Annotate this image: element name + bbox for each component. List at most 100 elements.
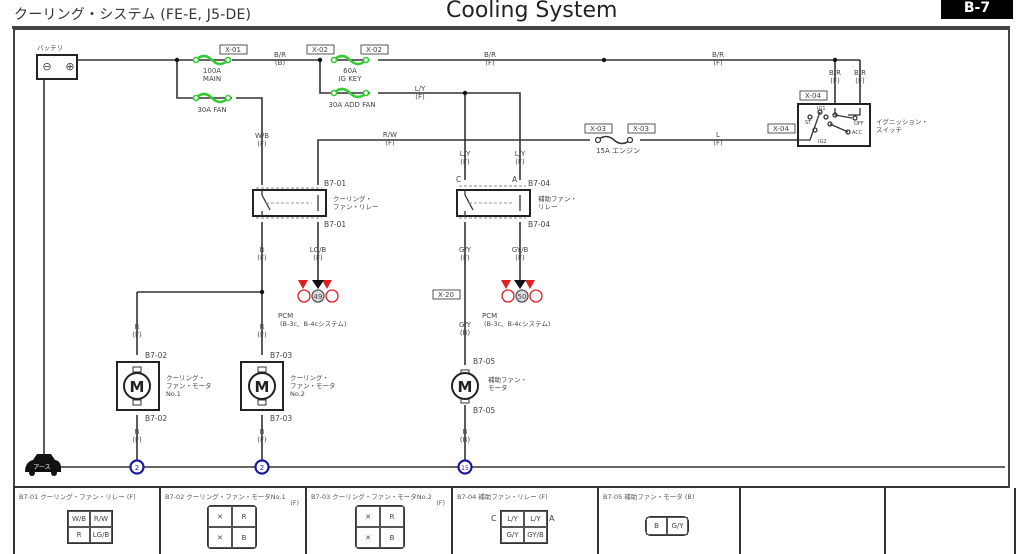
pin-side-label-c: C	[491, 514, 497, 523]
pin: B	[380, 527, 404, 548]
ignition-switch: IG1 ST OFF ACC IG2 イグニッション・ スイッチ	[797, 103, 928, 147]
battery-neg-symbol: ⊖	[42, 60, 51, 73]
pin: ✕	[356, 506, 380, 527]
svg-text:(F): (F)	[713, 59, 723, 67]
page-code-badge: B-7	[941, 0, 1013, 19]
motor1-conn-top: B7-02	[145, 351, 167, 360]
motor1-label-3: No.1	[166, 390, 181, 398]
motor2-symbol: M	[255, 378, 270, 396]
ground-point-2: 2	[260, 464, 264, 472]
svg-text:(F): (F)	[515, 254, 525, 262]
ignition-pin-ig2: IG2	[818, 139, 827, 145]
pcm1-label: PCM	[278, 312, 293, 320]
ground-point-1: 2	[135, 464, 139, 472]
wire-r-motor1	[136, 291, 262, 355]
pcm-terminal-49: 49	[297, 280, 339, 303]
svg-text:(F): (F)	[132, 436, 142, 444]
junction-dots	[174, 57, 838, 295]
pin: L/Y	[524, 511, 547, 527]
connector-x04b: X-04	[773, 125, 789, 133]
cooling-fan-motor-1: M B7-02 B7-02 クーリング・ ファン・モータ No.1	[116, 351, 212, 423]
svg-text:B/R: B/R	[274, 51, 286, 59]
ground-label: アース	[33, 464, 50, 471]
fuse-addfan-icon	[333, 87, 367, 99]
svg-text:(F): (F)	[132, 331, 142, 339]
motor1-conn-bottom: B7-02	[145, 414, 167, 423]
connector-cell-title: B7-02 クーリング・ファン・モータNo.1	[165, 493, 286, 501]
header-divider	[12, 26, 1010, 29]
pin: B	[232, 527, 256, 548]
relay2-label-2: リレー	[538, 203, 558, 211]
connector-x04a: X-04	[805, 92, 821, 100]
svg-text:B: B	[463, 428, 468, 436]
svg-text:B/R: B/R	[484, 51, 496, 59]
pcm2-ref: (B-3c、B-4cシステム)	[484, 320, 550, 328]
battery-pos-symbol: ⊕	[65, 60, 74, 73]
connector-cell-title: B7-01 クーリング・ファン・リレー (F)	[19, 493, 136, 501]
relay2-label-1: 補助ファン・	[538, 194, 577, 203]
wires	[43, 59, 1005, 468]
pin: B	[646, 517, 667, 535]
fuse-igkey-icon	[333, 54, 367, 66]
svg-text:(F): (F)	[830, 77, 840, 85]
cooling-fan-relay: B7-01 B7-01 クーリング・ ファン・リレー	[252, 179, 379, 229]
connector-cell-b7-03: B7-03 クーリング・ファン・モータNo.2 (F) ✕ R ✕ B	[307, 488, 453, 554]
connector-cell-sub: (F)	[436, 499, 445, 507]
battery-label: バッテリ	[37, 44, 63, 52]
pcm2-label: PCM	[482, 312, 497, 320]
motor2-conn-bottom: B7-03	[270, 414, 292, 423]
pin: W/B	[68, 511, 90, 527]
connector-cell-empty	[741, 488, 886, 554]
svg-text:R: R	[135, 323, 140, 331]
pcm-terminal-50-label: 50	[518, 293, 527, 301]
ignition-label-2: スイッチ	[876, 126, 902, 134]
pin: GY/B	[524, 527, 547, 543]
relay1-conn-bottom: B7-01	[324, 220, 346, 229]
ground-point-3: 15	[461, 465, 469, 472]
pin: R	[380, 506, 404, 527]
svg-text:(F): (F)	[855, 77, 865, 85]
fuse-engine-label: 15A エンジン	[596, 147, 640, 155]
svg-text:L/Y: L/Y	[515, 150, 526, 158]
wire-br-ignition	[834, 60, 861, 105]
svg-text:(F): (F)	[713, 139, 723, 147]
connector-cell-b7-05: B7-05 補助ファン・モータ (B) B G/Y	[599, 488, 741, 554]
wire-ly-branch2	[465, 92, 521, 180]
svg-text:(F): (F)	[485, 59, 495, 67]
svg-text:L/Y: L/Y	[415, 85, 426, 93]
svg-text:(F): (F)	[257, 331, 267, 339]
wire-motor-grounds	[136, 405, 466, 462]
svg-text:G/Y: G/Y	[459, 246, 472, 254]
motor2-label-2: ファン・モータ	[290, 381, 336, 390]
pcm1-ref: (B-3c、B-4cシステム)	[280, 320, 346, 328]
fuse-main-rating: 100A	[203, 67, 221, 75]
ground-symbol: アース	[25, 454, 61, 476]
cooling-fan-motor-2: M B7-03 B7-03 クーリング・ ファン・モータ No.2	[240, 351, 336, 423]
pin: ✕	[208, 506, 232, 527]
motor3-conn-bottom: B7-05	[473, 406, 495, 415]
connector-cell-title: B7-04 補助ファン・リレー (F)	[457, 493, 548, 501]
ignition-pin-off: OFF	[854, 121, 864, 127]
relay2-conn-top: B7-04	[528, 179, 550, 188]
motor3-symbol: M	[458, 378, 473, 396]
svg-text:R: R	[260, 323, 265, 331]
connector-cell-sub: (F)	[290, 499, 299, 507]
fuse-main-icon	[195, 54, 229, 66]
connector-x01: X-01	[225, 46, 241, 54]
svg-text:B: B	[135, 428, 140, 436]
motor1-label-2: ファン・モータ	[166, 381, 212, 390]
diagram-subtitle: クーリング・システム (FE-E, J5-DE)	[14, 7, 252, 23]
pin: ✕	[208, 527, 232, 548]
svg-text:GY/B: GY/B	[512, 246, 529, 254]
relay1-label-2: ファン・リレー	[333, 203, 379, 211]
connector-cell-b7-01: B7-01 クーリング・ファン・リレー (F) W/B R/W R LG/B	[13, 488, 161, 554]
connector-table: B7-01 クーリング・ファン・リレー (F) W/B R/W R LG/B B…	[13, 486, 1016, 554]
connector-tags: X-01 X-02 X-02 X-03 X-03 X-04 X-04 X-20	[219, 44, 828, 300]
motor2-label-1: クーリング・	[290, 373, 329, 382]
connector-cell-b7-04: B7-04 補助ファン・リレー (F) C A L/Y L/Y G/Y GY/B	[453, 488, 599, 554]
motor3-label-1: 補助ファン・	[488, 375, 527, 384]
fuse-igkey-name: IG KEY	[338, 75, 362, 83]
svg-text:L/Y: L/Y	[460, 150, 471, 158]
svg-text:B/R: B/R	[829, 69, 841, 77]
